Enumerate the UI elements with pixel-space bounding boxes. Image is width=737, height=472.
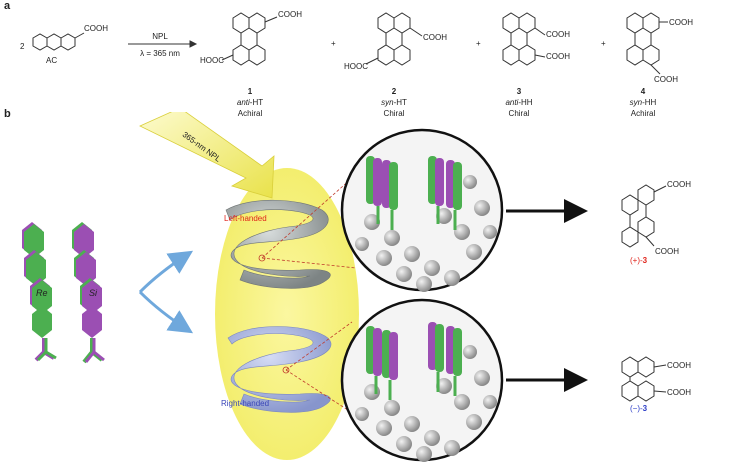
product-4-stereo-prefix: syn <box>629 98 643 107</box>
anthracene-structure <box>32 32 85 51</box>
si-face-label: Si <box>89 288 98 298</box>
product-4-caption: 4 syn-HH Achiral <box>613 86 673 119</box>
helix-top-label: Left-handed <box>224 214 267 223</box>
product-3-number: 3 <box>516 87 522 96</box>
product-2-cooh: COOH <box>423 33 447 42</box>
si-face-molecule <box>72 222 105 364</box>
product-4-structure <box>626 12 668 75</box>
minus-3-sign: (−)- <box>630 404 643 413</box>
product-3-cooh-bottom: COOH <box>546 52 570 61</box>
product-1-stereo-prefix: anti <box>236 98 250 107</box>
plus-1: + <box>331 39 336 48</box>
minus-3-number: 3 <box>642 404 648 413</box>
zoom-circle-top <box>340 128 504 292</box>
product-2-hooc: HOOC <box>344 62 368 71</box>
zoom-circle-bottom <box>340 298 504 462</box>
product-4-number: 4 <box>640 87 646 96</box>
coefficient: 2 <box>20 42 25 51</box>
product-1-number: 1 <box>247 87 253 96</box>
minus-3-structure <box>621 356 667 402</box>
product-4-cooh-bottom: COOH <box>654 75 678 84</box>
left-handed-helix <box>225 199 331 289</box>
plus-2: + <box>476 39 481 48</box>
plus-3-structure <box>621 184 667 248</box>
product-2-chirality: Chiral <box>383 109 405 118</box>
panel-b-illustration <box>22 112 667 462</box>
panel-b-letter: b <box>4 108 11 120</box>
plus-3-cooh-top: COOH <box>667 180 691 189</box>
plus-3-sign: (+)- <box>630 256 643 265</box>
arrow-top-label: NPL <box>152 32 168 41</box>
reactant-cooh: COOH <box>84 24 108 33</box>
plus-3-number: 3 <box>642 256 648 265</box>
reaction-arrowhead <box>189 40 198 48</box>
product-1-cooh: COOH <box>278 10 302 19</box>
zoom-point-bottom <box>282 366 290 374</box>
product-1-stereo-suffix: -HT <box>249 98 264 107</box>
plus-3: + <box>601 39 606 48</box>
zoom-point-top <box>258 254 266 262</box>
panel-a-structures <box>32 12 668 75</box>
minus-3-cooh-bottom: COOH <box>667 388 691 397</box>
panel-a-letter: a <box>4 0 11 12</box>
re-face-molecule <box>22 222 57 362</box>
product-2-stereo-suffix: -HT <box>393 98 407 107</box>
helix-bottom-label: Right-handed <box>221 399 270 408</box>
minus-3-label: (−)-3 <box>630 404 647 413</box>
product-2-stereo-prefix: syn <box>381 98 394 107</box>
minus-3-cooh-top: COOH <box>667 361 691 370</box>
product-3-structure <box>502 12 546 66</box>
product-2-structure <box>365 12 423 66</box>
reactant-label: AC <box>46 56 58 65</box>
product-2-caption: 2 syn-HT Chiral <box>364 86 424 119</box>
light-beam-arrow <box>139 112 275 199</box>
product-4-stereo-suffix: -HH <box>642 98 657 107</box>
product-3-caption: 3 anti-HH Chiral <box>489 86 549 119</box>
plus-3-label: (+)-3 <box>630 256 647 265</box>
product-1-chirality: Achiral <box>237 109 263 118</box>
product-2-number: 2 <box>391 87 397 96</box>
plus-3-cooh-bottom: COOH <box>655 247 679 256</box>
right-handed-helix <box>227 326 332 413</box>
arrow-bottom-label: λ = 365 nm <box>140 49 180 58</box>
product-4-chirality: Achiral <box>630 109 656 118</box>
product-4-cooh-top: COOH <box>669 18 693 27</box>
product-1-hooc: HOOC <box>200 56 224 65</box>
re-face-label: Re <box>36 288 48 298</box>
branch-arrows <box>138 250 194 334</box>
zoom-lines <box>261 177 357 415</box>
product-3-stereo-suffix: -HH <box>518 98 533 107</box>
product-3-chirality: Chiral <box>508 109 530 118</box>
product-1-caption: 1 anti-HT Achiral <box>220 86 280 119</box>
product-3-cooh-top: COOH <box>546 30 570 39</box>
product-1-structure <box>221 12 278 66</box>
product-3-stereo-prefix: anti <box>505 98 519 107</box>
